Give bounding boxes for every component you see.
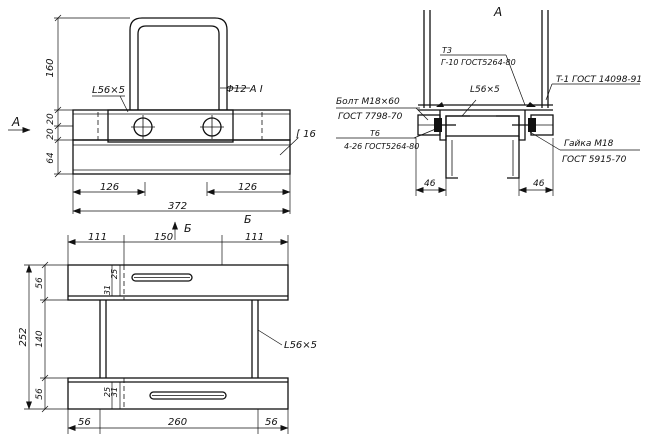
dim-20-a: 20 bbox=[46, 113, 56, 125]
dim-111-a: 111 bbox=[88, 232, 107, 243]
dim-372: 372 bbox=[168, 201, 187, 212]
view-label-b: Б bbox=[244, 213, 252, 226]
label-nut-std: ГОСТ 5915-70 bbox=[562, 155, 627, 165]
plan-slot-dims: 25 31 25 31 bbox=[103, 265, 121, 409]
plan-bottom-dims: 56 260 56 bbox=[67, 409, 289, 434]
dim-bottom-56-a: 56 bbox=[78, 417, 91, 428]
view-label-a: A bbox=[11, 115, 20, 129]
side-bolt-right bbox=[512, 114, 554, 136]
dim-56-a: 56 bbox=[35, 277, 45, 289]
dim-bottom-56-b: 56 bbox=[265, 417, 278, 428]
label-angle-side: L56×5 bbox=[470, 85, 500, 95]
side-leaders: T3 Γ-10 ГОСТ5264-80 L56×5 Болт М18×60 ГО… bbox=[336, 46, 642, 165]
channel-member bbox=[72, 139, 291, 175]
dim-46-left: 46 bbox=[424, 179, 436, 189]
side-view-a: A bbox=[336, 5, 642, 196]
view-label-b-arrow: Б bbox=[184, 222, 192, 235]
dim-46-right: 46 bbox=[533, 179, 545, 189]
label-channel: [ 16 bbox=[296, 129, 316, 140]
dim-64: 64 bbox=[46, 152, 56, 164]
label-bolt-std: ГОСТ 7798-70 bbox=[338, 112, 403, 122]
view-arrow-a: A bbox=[8, 115, 31, 133]
dim-56-b: 56 bbox=[35, 388, 45, 400]
angle-member bbox=[72, 109, 291, 141]
plan-leader: L56×5 bbox=[257, 329, 317, 351]
plan-left-dims: 252 56 140 56 bbox=[18, 261, 68, 413]
side-view-title: A bbox=[493, 5, 502, 19]
u-bolt bbox=[129, 17, 228, 110]
label-bolt: Болт М18×60 bbox=[336, 97, 400, 107]
plan-slot-bottom bbox=[149, 391, 227, 400]
dim-slot-31-a: 31 bbox=[103, 285, 112, 295]
label-rod-std: T-1 ГОСТ 14098-91 bbox=[556, 75, 642, 85]
label-weld-top: T3 bbox=[442, 46, 452, 55]
weld-mark-left bbox=[436, 102, 444, 107]
label-nut: Гайка М18 bbox=[564, 139, 614, 149]
front-left-dims: 160 20 20 64 bbox=[45, 14, 130, 178]
dim-slot-25-b: 25 bbox=[103, 387, 112, 397]
front-view: 160 20 20 64 A L56×5 Φ12 A I [ 16 bbox=[8, 14, 316, 240]
front-bottom-dims: 126 126 372 bbox=[72, 174, 291, 214]
nut-left bbox=[131, 115, 155, 139]
label-angle-plan: L56×5 bbox=[284, 340, 317, 351]
dim-slot-25-a: 25 bbox=[110, 269, 119, 279]
label-weld-top-spec: Γ-10 ГОСТ5264-80 bbox=[441, 58, 516, 67]
dim-260: 260 bbox=[168, 417, 187, 428]
dim-252: 252 bbox=[18, 327, 29, 346]
dim-140: 140 bbox=[35, 330, 45, 347]
plan-view-b: 111 150 111 bbox=[18, 232, 317, 434]
dim-126-right: 126 bbox=[238, 182, 257, 193]
dim-slot-31-b: 31 bbox=[110, 387, 119, 397]
label-weld-bottom-spec: 4-26 ГОСТ5264-80 bbox=[344, 142, 419, 151]
dim-20-b: 20 bbox=[46, 128, 56, 140]
rods bbox=[423, 10, 549, 108]
plan-body bbox=[67, 264, 289, 410]
nut-right bbox=[200, 115, 224, 139]
dim-126-left: 126 bbox=[100, 182, 119, 193]
dim-111-b: 111 bbox=[245, 232, 264, 243]
side-channel bbox=[445, 115, 520, 179]
view-arrow-b: Б Б bbox=[172, 213, 252, 240]
plan-top-dims: 111 150 111 bbox=[67, 232, 289, 265]
label-weld-bottom: T6 bbox=[370, 129, 380, 138]
weld-mark-right bbox=[526, 102, 536, 107]
front-leaders: L56×5 Φ12 A I [ 16 bbox=[92, 84, 316, 156]
label-u-bolt: Φ12 A I bbox=[226, 84, 263, 95]
label-angle-front: L56×5 bbox=[92, 85, 125, 96]
side-bottom-dims: 46 46 bbox=[415, 138, 554, 196]
dim-160: 160 bbox=[45, 58, 56, 77]
clamp-plate bbox=[107, 109, 234, 143]
dim-150: 150 bbox=[154, 232, 173, 243]
plan-slot-top bbox=[131, 273, 193, 282]
side-bolt-left bbox=[417, 114, 456, 136]
